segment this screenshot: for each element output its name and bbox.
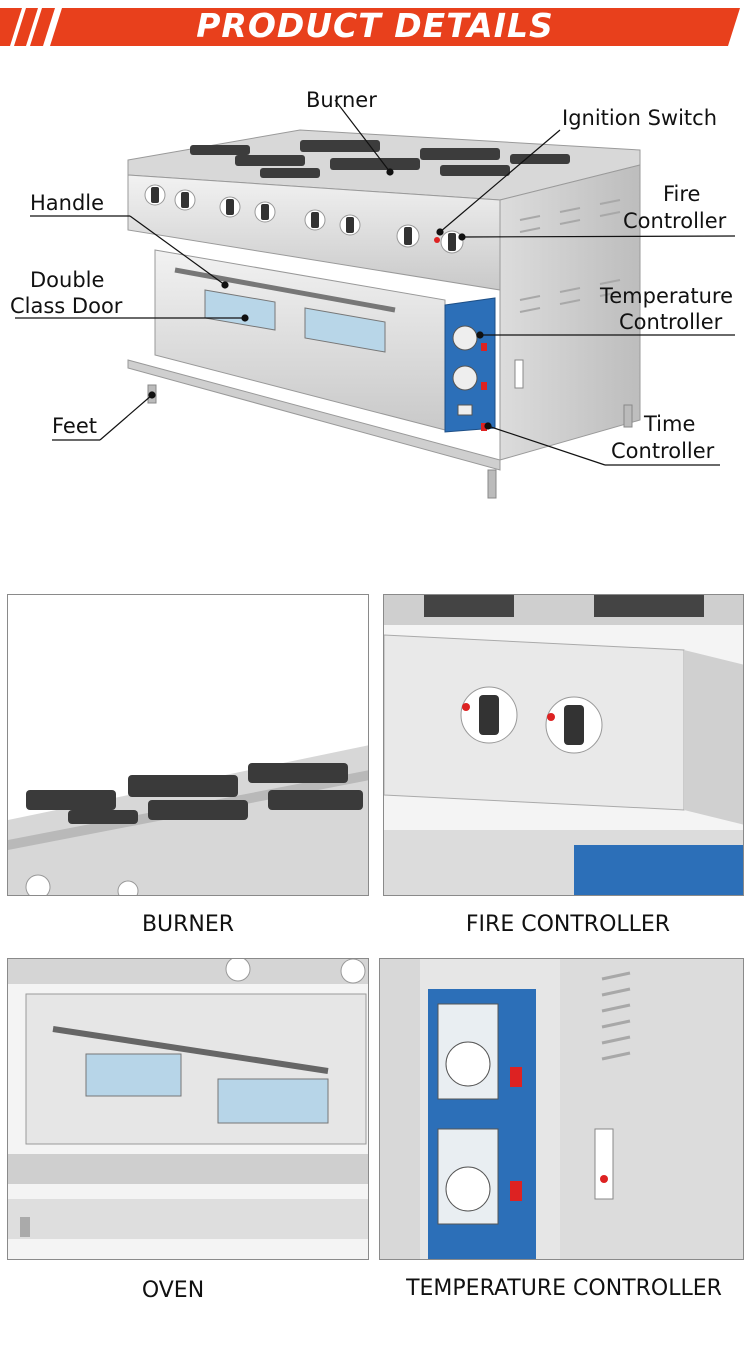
callout-temperature-controller-line1: Temperature (600, 284, 734, 308)
caption-burner: BURNER (141, 912, 235, 937)
detail-image-burner (7, 594, 369, 896)
callout-burner: Burner (306, 88, 377, 112)
callout-double-door-line1: Double (30, 268, 105, 292)
callout-temperature-controller-line2: Controller (619, 310, 723, 334)
detail-image-fire-controller (383, 594, 744, 896)
callout-handle: Handle (30, 191, 105, 215)
caption-fire-controller: FIRE CONTROLLER (465, 912, 671, 937)
caption-temperature-controller: TEMPERATURE CONTROLLER (406, 1276, 722, 1301)
product-illustration: Burner Ignition Switch Handle Fire Contr… (0, 60, 750, 540)
banner-background (0, 8, 740, 46)
range-oven-image (15, 99, 736, 499)
header-banner: PRODUCT DETAILS (0, 0, 750, 52)
detail-image-temperature-controller (379, 958, 744, 1260)
callout-fire-controller-line2: Controller (623, 209, 727, 233)
callout-double-door-line2: Class Door (10, 294, 123, 318)
caption-oven: OVEN (141, 1278, 205, 1303)
callout-time-controller-line2: Controller (611, 439, 715, 463)
callout-ignition-switch: Ignition Switch (562, 106, 717, 130)
callout-fire-controller-line1: Fire (663, 182, 701, 206)
callout-feet: Feet (52, 414, 98, 438)
detail-image-oven (7, 958, 369, 1260)
callout-time-controller-line1: Time (644, 412, 696, 436)
page-title: PRODUCT DETAILS (196, 6, 554, 45)
